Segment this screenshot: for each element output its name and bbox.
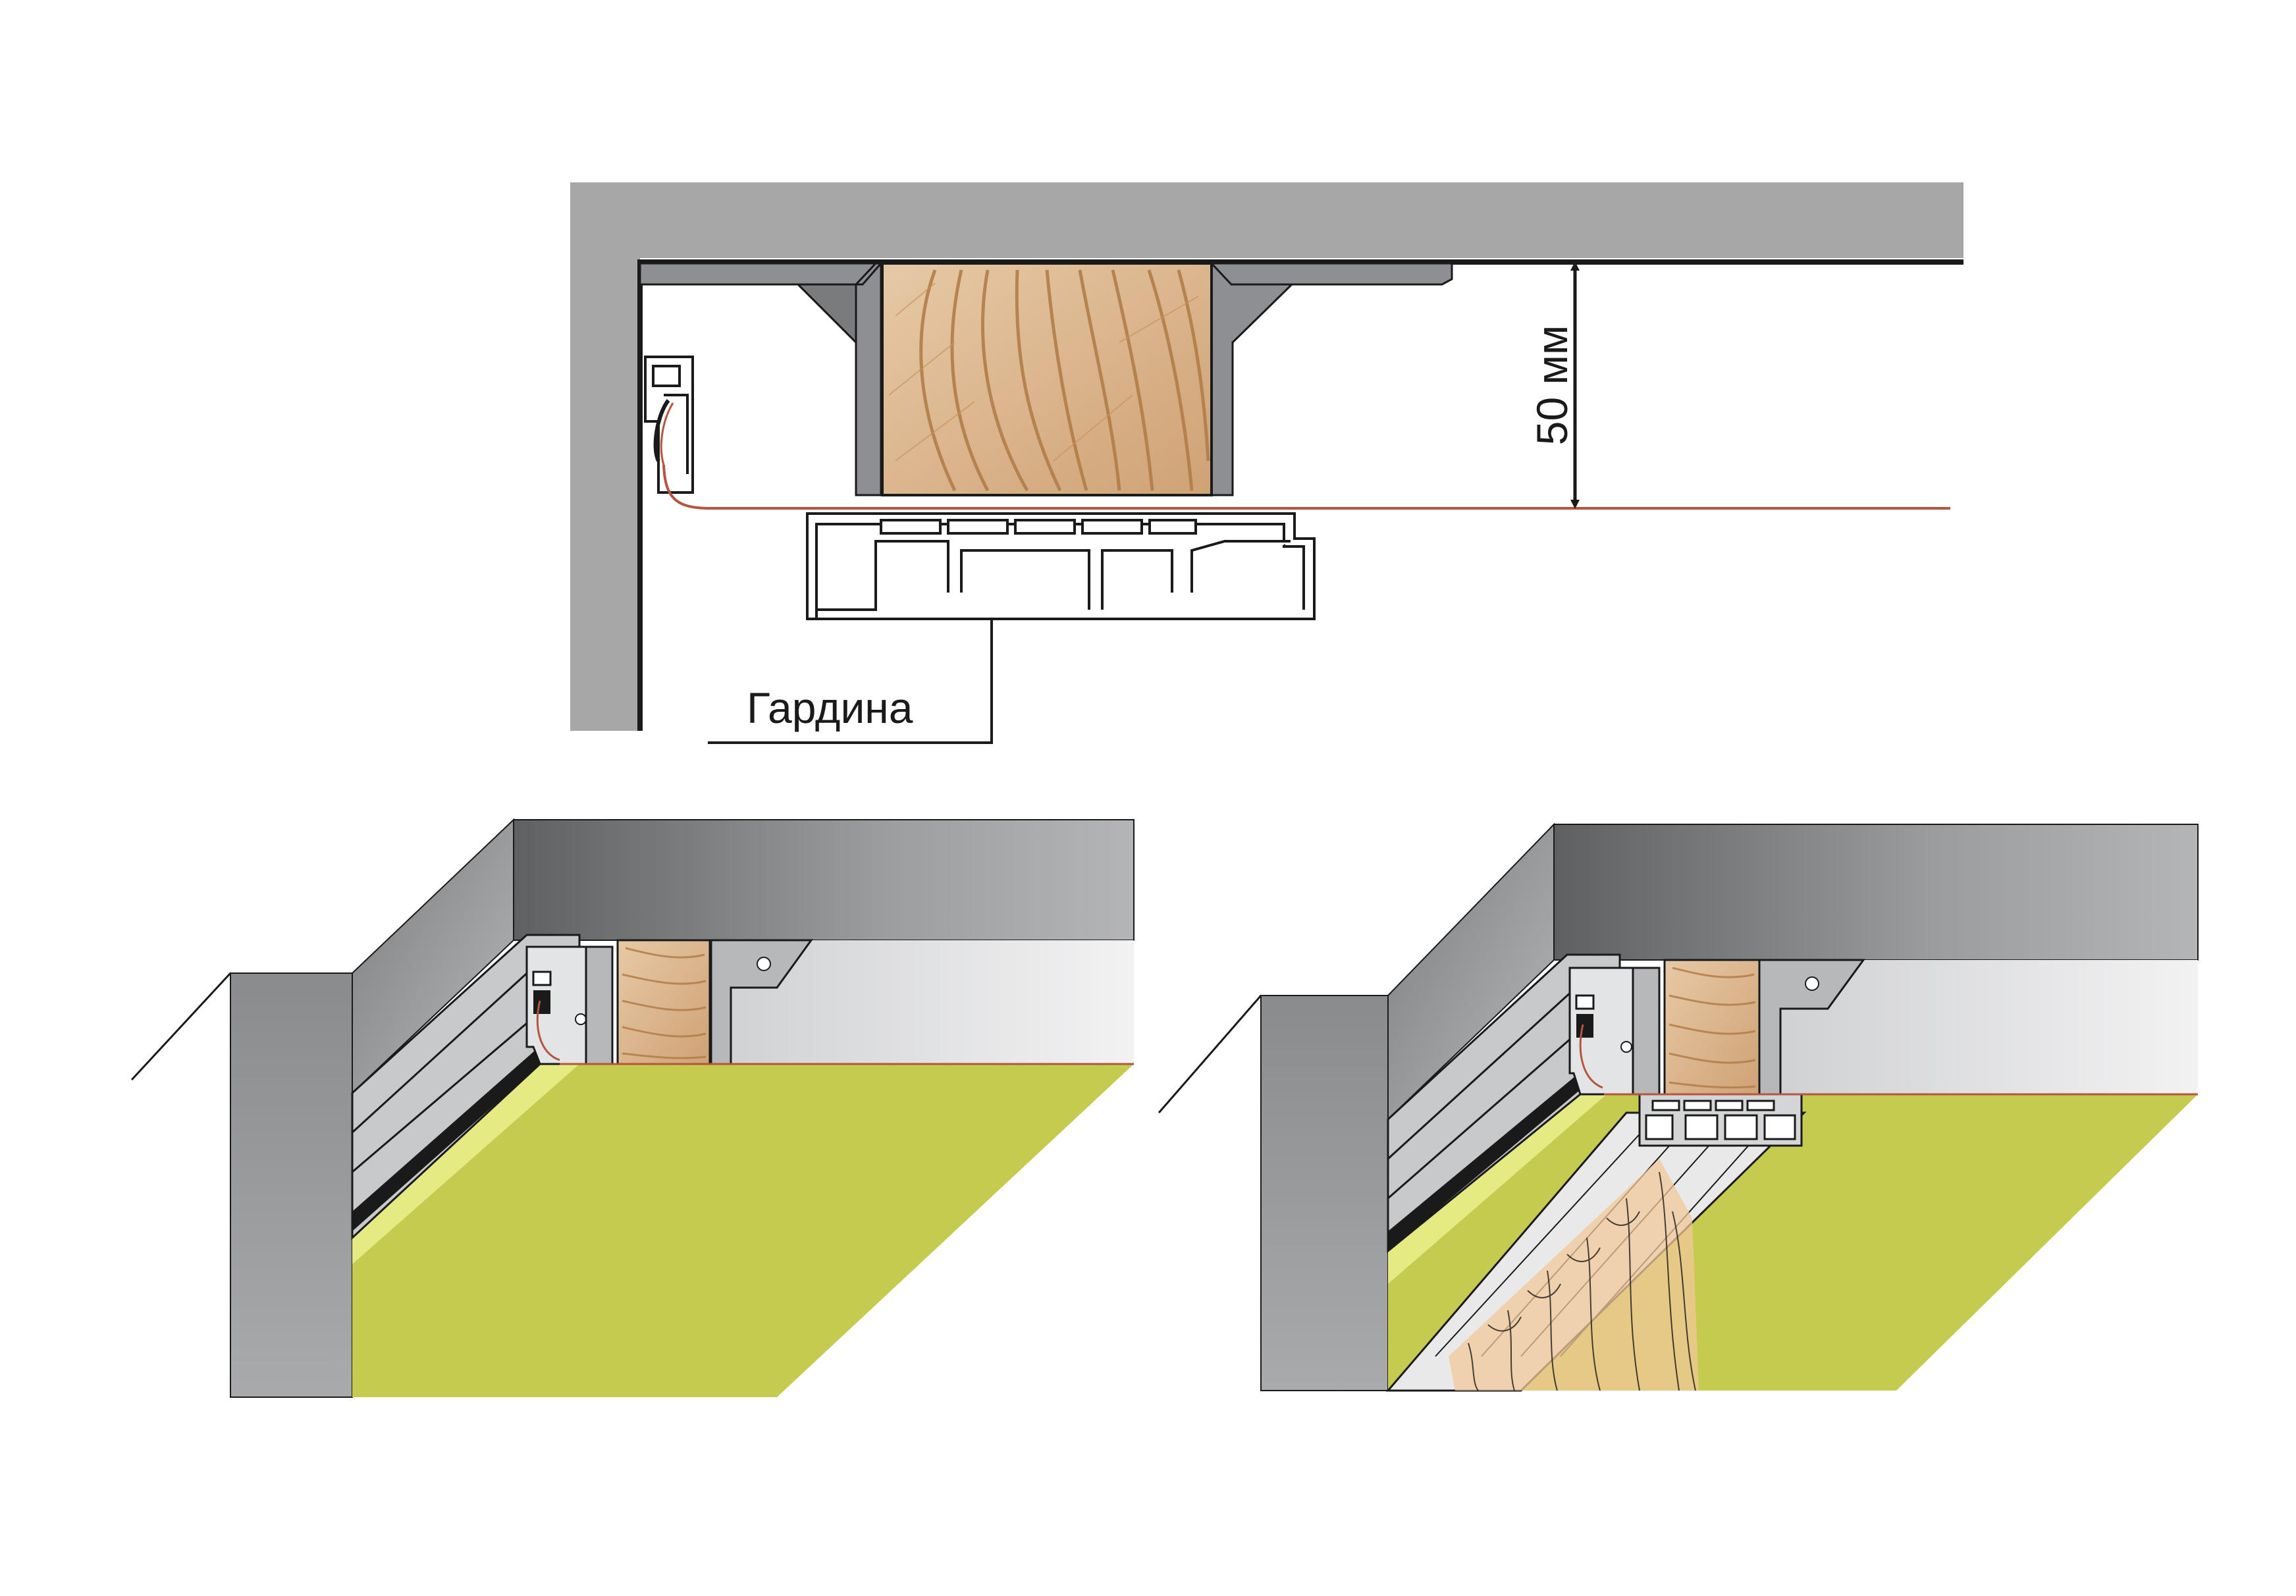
bracket-right-body — [1210, 261, 1295, 496]
curtain-rail-profile — [806, 512, 1316, 620]
rail-groove — [352, 1040, 560, 1231]
cross-section: 50 мм Гардина — [570, 182, 1963, 744]
curtain-folds — [1468, 1171, 1696, 1391]
concrete-slab — [570, 182, 1963, 731]
side-wall-r — [1260, 995, 1389, 1391]
wall-strip-r — [1765, 960, 2198, 1094]
curtain-rail-leader — [708, 619, 993, 744]
ceiling-film-line — [662, 464, 1950, 510]
rail-line-r1 — [1387, 982, 1582, 1160]
timber-block — [881, 262, 1213, 496]
rail-line-1 — [351, 960, 541, 1134]
bracket-flange-left-r — [1632, 967, 1661, 1096]
ceiling-film — [352, 1064, 1134, 1397]
rail-line-2 — [352, 999, 554, 1173]
curtain-rail-end — [1638, 1093, 1803, 1147]
wall-profile — [644, 356, 694, 494]
wall-edge-line — [130, 972, 232, 1081]
slab-edge-line — [637, 259, 1963, 731]
track-line-1 — [1435, 1112, 1660, 1357]
back-wall-r — [1553, 824, 2199, 961]
bracket-left-gusset — [795, 283, 857, 345]
perspective-view-left — [130, 818, 1135, 1398]
bracket-hole — [757, 957, 771, 971]
wall-profile-end-r — [1568, 967, 1634, 1096]
timber-block-left — [616, 939, 711, 1065]
bracket-hole-r — [1805, 976, 1819, 991]
wall-strip — [705, 940, 1134, 1064]
back-wall — [513, 819, 1135, 941]
perspective-view-right — [1158, 822, 2199, 1392]
rail-line-r2 — [1387, 1023, 1588, 1200]
film-highlight — [352, 1064, 579, 1264]
wall-profile-end — [525, 945, 587, 1065]
rail-groove-r — [1388, 1067, 1600, 1251]
dimension-label: 50 мм — [1528, 325, 1576, 446]
side-wall — [230, 972, 353, 1398]
wall-edge-line-r — [1158, 995, 1262, 1113]
curtain-rail-label: Гардина — [747, 683, 913, 732]
film-highlight-r — [1388, 1094, 1607, 1284]
bracket-flange-left — [585, 945, 614, 1065]
timber-block-right — [1663, 959, 1761, 1096]
